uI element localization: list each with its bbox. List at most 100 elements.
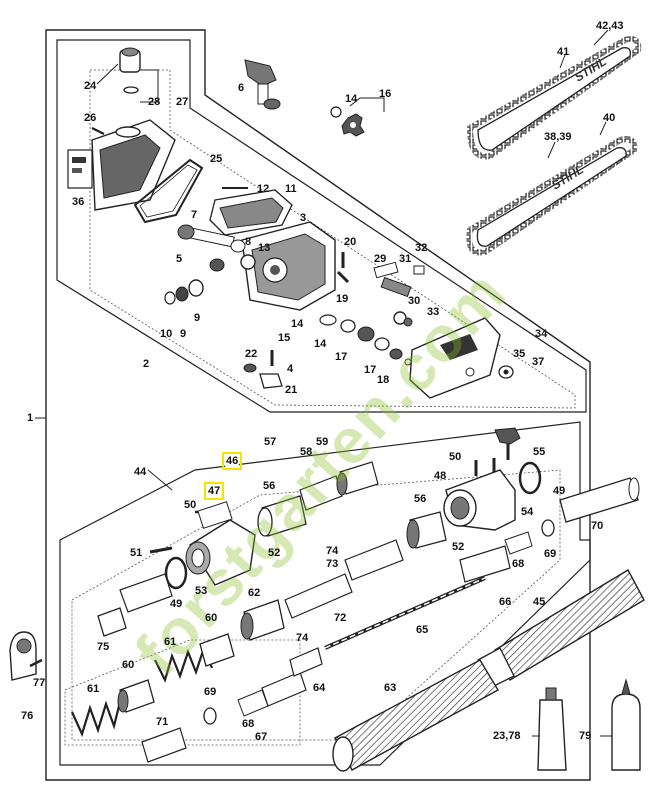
part-label-l1: 1 <box>27 412 34 424</box>
part-label-l17b: 17 <box>364 364 377 376</box>
part-label-l72: 72 <box>334 612 347 624</box>
part-label-l19: 19 <box>336 293 349 305</box>
part-label-l9b: 9 <box>194 312 201 324</box>
part-label-l29: 29 <box>374 253 387 265</box>
part-label-l4: 4 <box>287 363 294 375</box>
part-label-l61b: 61 <box>87 683 100 695</box>
part-label-l60b: 60 <box>122 659 135 671</box>
part-label-l59: 59 <box>316 436 329 448</box>
part-label-l5: 5 <box>176 253 183 265</box>
part-label-l47: 47 <box>203 482 225 500</box>
part-label-l35: 35 <box>513 348 526 360</box>
tube-57 <box>299 475 343 511</box>
tube-75 <box>97 607 127 637</box>
part-label-l36: 36 <box>72 196 85 208</box>
guide-bar-lower <box>476 147 627 247</box>
part-label-l67: 67 <box>255 731 268 743</box>
part-label-l69a: 69 <box>544 548 557 560</box>
part-label-l12: 12 <box>257 183 270 195</box>
part-label-l62: 62 <box>248 587 261 599</box>
sleeve-60-upper <box>199 633 235 667</box>
handle-tube-lower <box>334 659 499 771</box>
part-label-l52b: 52 <box>452 541 465 553</box>
tube-66 <box>459 545 511 583</box>
part-label-l76: 76 <box>21 710 34 722</box>
part-label-l14b: 14 <box>291 318 304 330</box>
part-label-l71: 71 <box>156 716 169 728</box>
part-label-l26: 26 <box>84 112 97 124</box>
part-label-l7: 7 <box>191 209 198 221</box>
handle-tube-45 <box>494 569 645 681</box>
part-label-l74a: 74 <box>326 545 339 557</box>
part-label-l60a: 60 <box>205 612 218 624</box>
part-label-l44: 44 <box>134 466 147 478</box>
part-label-l40: 40 <box>603 112 616 124</box>
tube-71 <box>141 727 187 763</box>
part-label-l51: 51 <box>130 547 143 559</box>
part-label-l10: 10 <box>160 328 173 340</box>
part-label-l50b: 50 <box>184 499 197 511</box>
part-label-l14c: 14 <box>314 338 327 350</box>
tensioner-slide <box>373 261 399 279</box>
part-label-l6: 6 <box>238 82 245 94</box>
part-label-l57: 57 <box>264 436 277 448</box>
part-label-l49b: 49 <box>170 598 183 610</box>
part-label-l65: 65 <box>416 624 429 636</box>
part-label-l30: 30 <box>408 295 421 307</box>
gear-head-dotted-frame <box>89 69 576 409</box>
tube-49 <box>119 573 173 613</box>
part-label-l17a: 17 <box>335 351 348 363</box>
tube-72b <box>344 539 404 581</box>
part-label-l23: 23,78 <box>493 730 521 742</box>
gasket <box>133 158 204 224</box>
part-label-l68b: 68 <box>512 558 525 570</box>
part-label-l32: 32 <box>415 242 428 254</box>
part-label-l69b: 69 <box>204 686 217 698</box>
part-label-l50a: 50 <box>449 451 462 463</box>
part-label-l20: 20 <box>344 236 357 248</box>
saw-chain-lower <box>466 136 638 256</box>
part-label-l79: 79 <box>579 730 592 742</box>
part-label-l42: 42,43 <box>596 20 624 32</box>
tube-72 <box>284 573 353 619</box>
part-label-l14a: 14 <box>345 93 358 105</box>
part-label-l24: 24 <box>84 80 97 92</box>
part-label-l75: 75 <box>97 641 110 653</box>
part-label-l56b: 56 <box>414 493 427 505</box>
part-label-l27: 27 <box>176 96 189 108</box>
clamp-knob <box>494 427 521 445</box>
part-label-l48: 48 <box>434 470 447 482</box>
guide-bar-upper <box>477 47 631 151</box>
part-label-l18: 18 <box>377 374 390 386</box>
part-label-l70: 70 <box>591 520 604 532</box>
part-label-l25: 25 <box>210 153 223 165</box>
tube-67 <box>261 671 307 707</box>
part-label-l13: 13 <box>258 242 271 254</box>
part-label-l33: 33 <box>427 306 440 318</box>
part-label-l61a: 61 <box>164 636 177 648</box>
assembly-frame-outer <box>45 29 591 781</box>
part-label-l41: 41 <box>557 46 570 58</box>
oil-bottle <box>611 693 641 771</box>
part-label-l53: 53 <box>195 585 208 597</box>
part-label-l37: 37 <box>532 356 545 368</box>
part-label-l8: 8 <box>245 236 252 248</box>
part-label-l28: 28 <box>148 96 161 108</box>
part-label-l55: 55 <box>533 446 546 458</box>
grease-tube <box>537 699 567 771</box>
part-label-l3: 3 <box>300 212 307 224</box>
part-label-l52a: 52 <box>268 547 281 559</box>
part-label-l38: 38,39 <box>544 131 572 143</box>
part-label-l66: 66 <box>499 596 512 608</box>
tube-70 <box>559 477 639 523</box>
part-label-l63: 63 <box>384 682 397 694</box>
part-label-l22: 22 <box>245 348 258 360</box>
part-label-l45: 45 <box>533 596 546 608</box>
gear-head-frame <box>56 39 587 413</box>
part-label-l11: 11 <box>285 183 297 195</box>
part-label-l73: 73 <box>326 558 339 570</box>
part-label-l77: 77 <box>33 677 46 689</box>
part-label-l21: 21 <box>285 384 298 396</box>
part-label-l31: 31 <box>399 253 412 265</box>
